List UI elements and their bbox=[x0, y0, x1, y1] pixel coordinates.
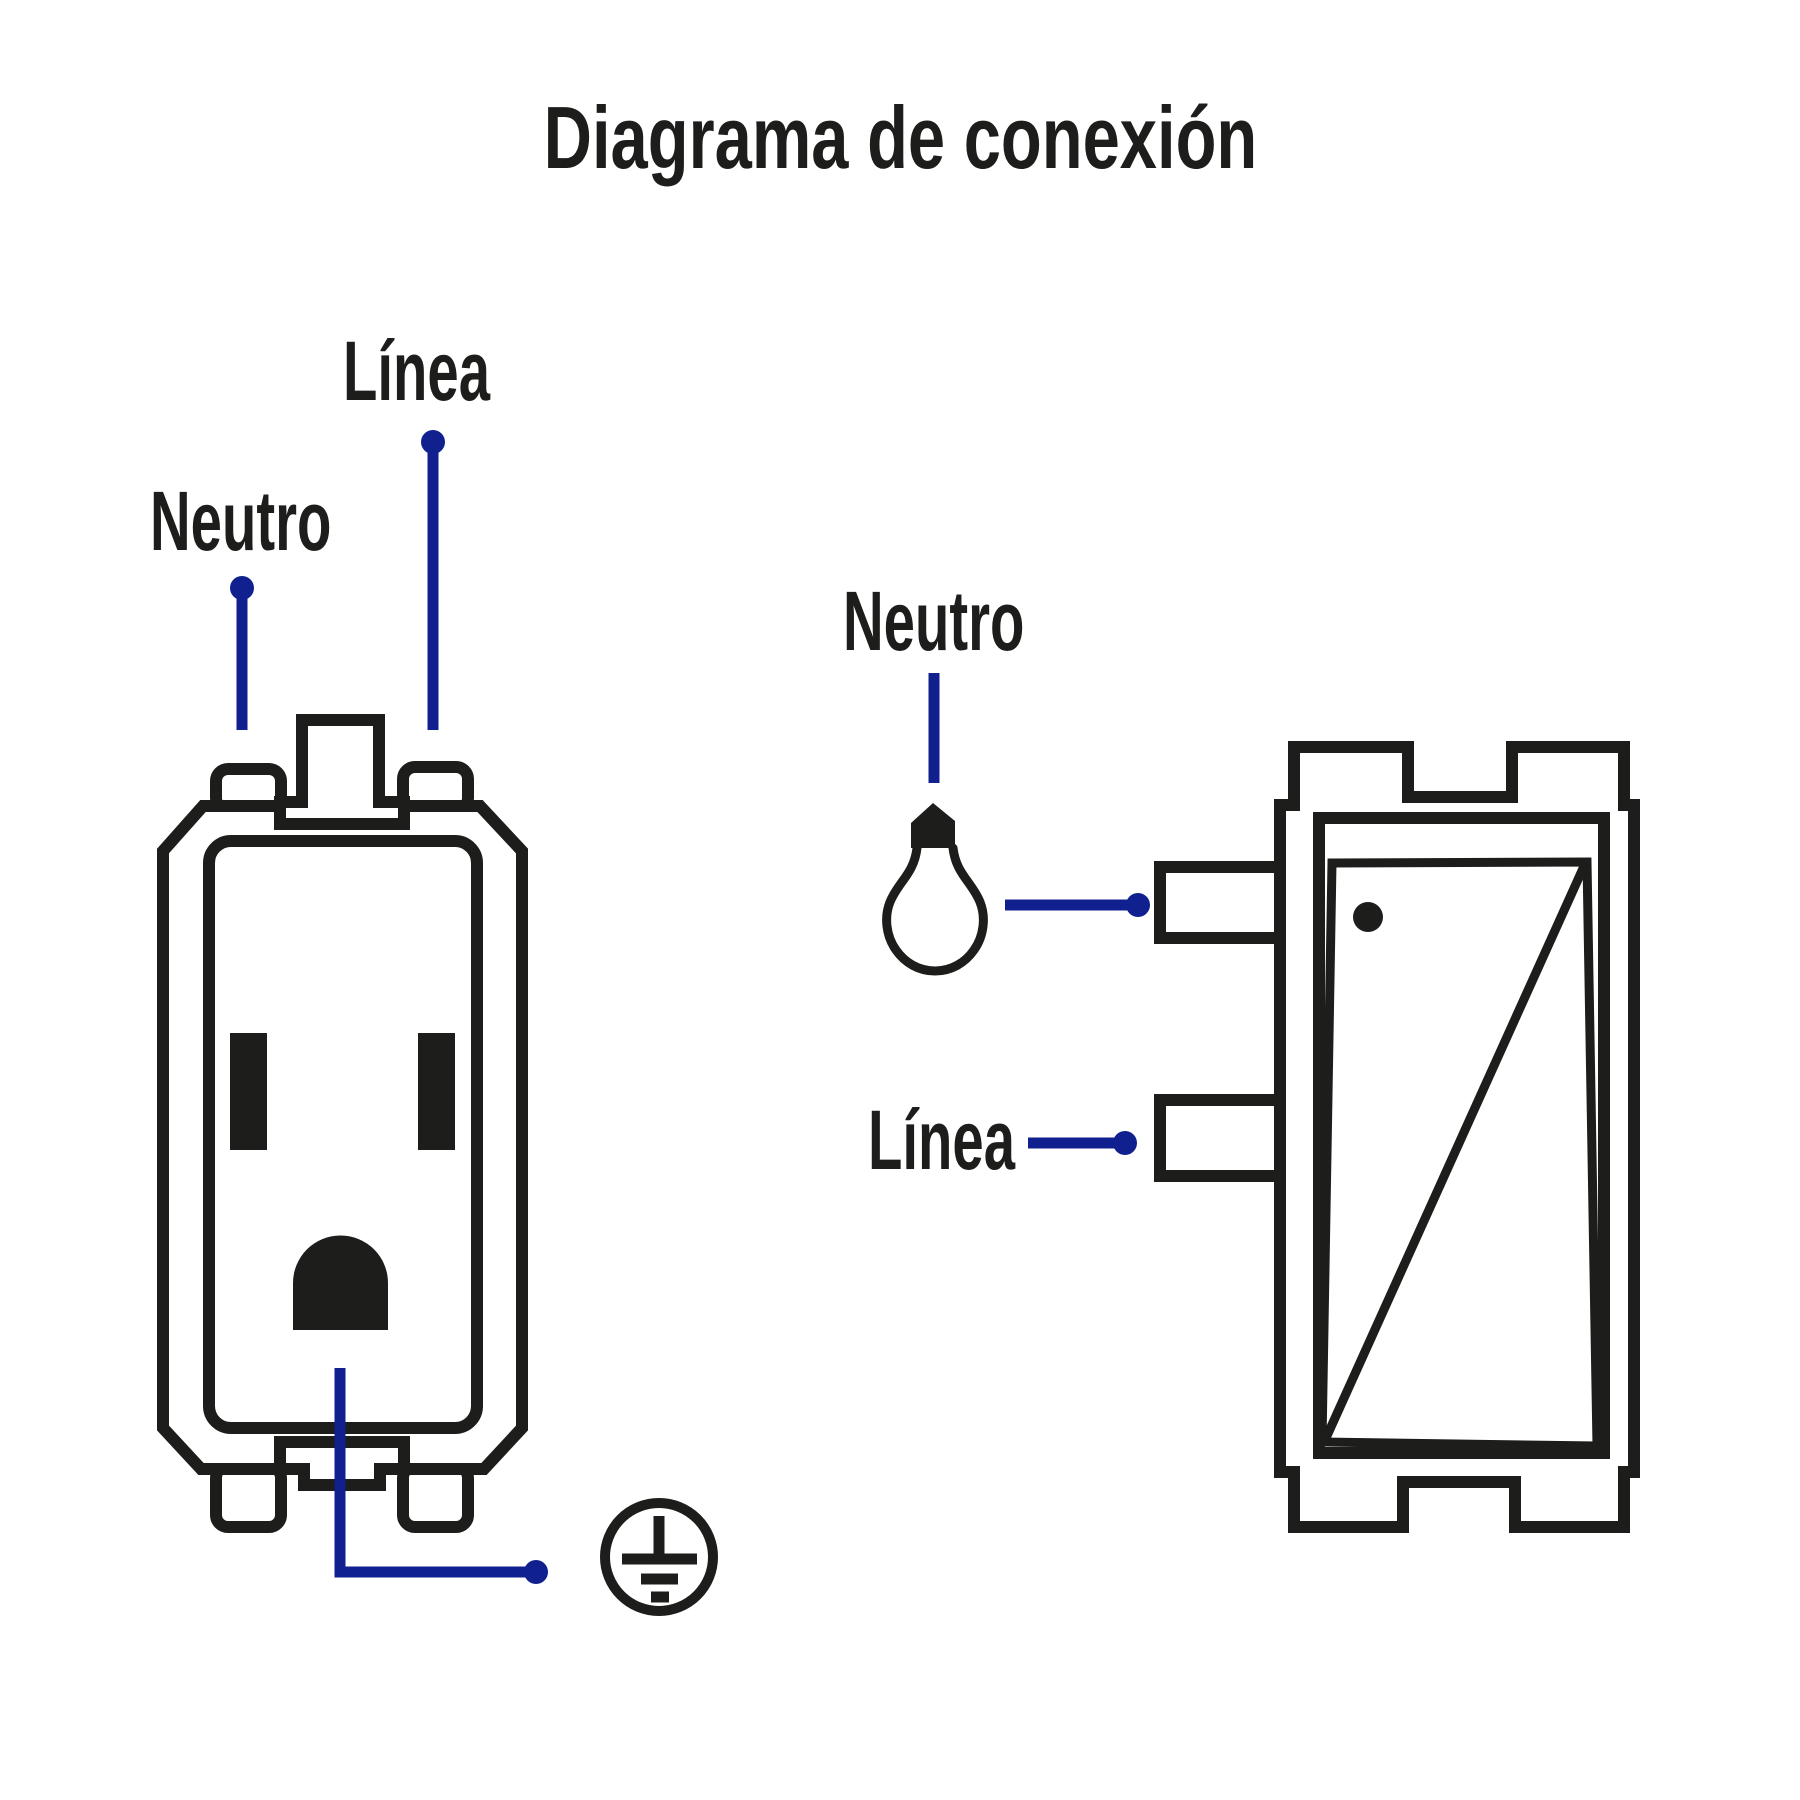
switch-rocker-diagonal bbox=[1321, 862, 1590, 1440]
outlet-top-strap bbox=[274, 714, 410, 830]
switch-bottom-terminal bbox=[1154, 1094, 1287, 1182]
rocker-switch-module-icon bbox=[1154, 741, 1640, 1533]
outlet-ground-hole bbox=[293, 1235, 388, 1330]
outlet-neutro-label: Neutro bbox=[150, 474, 332, 568]
outlet-wires bbox=[230, 430, 548, 1584]
outlet-bottom-left-tab bbox=[210, 1460, 287, 1533]
outlet-bottom-right-tab bbox=[397, 1460, 474, 1533]
earth-ground-symbol-icon bbox=[600, 1498, 718, 1616]
page-title: Diagrama de conexión bbox=[0, 85, 1800, 191]
outlet-linea-label: Línea bbox=[343, 324, 491, 418]
outlet-neutral-slot bbox=[230, 1033, 267, 1150]
switch-indicator-dot bbox=[1353, 902, 1383, 932]
ground-wire-endpoint-dot bbox=[524, 1560, 548, 1584]
switch-neutro-label: Neutro bbox=[843, 574, 1025, 668]
bulb-wire-endpoint-dot bbox=[1126, 893, 1150, 917]
page-title-text: Diagrama de conexión bbox=[543, 88, 1257, 187]
bulb-glass bbox=[882, 843, 988, 976]
ground-wire bbox=[334, 1368, 536, 1578]
ground-symbol-circle bbox=[600, 1498, 718, 1616]
switch-top-terminal bbox=[1154, 861, 1287, 944]
bulb-base bbox=[911, 803, 955, 848]
neutro-wire-endpoint-dot bbox=[230, 576, 254, 600]
linea-switch-endpoint-dot bbox=[1113, 1131, 1137, 1155]
linea-wire-endpoint-dot bbox=[421, 430, 445, 454]
switch-linea-label: Línea bbox=[868, 1093, 1016, 1187]
outlet-line-slot bbox=[418, 1033, 455, 1150]
light-bulb-icon bbox=[882, 673, 988, 976]
switch-wires bbox=[1005, 893, 1150, 1155]
